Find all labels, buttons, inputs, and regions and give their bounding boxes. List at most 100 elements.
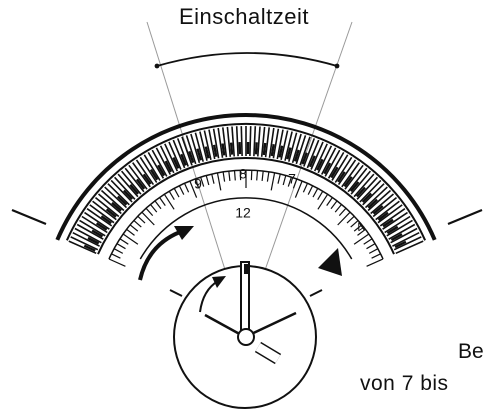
scale-tick	[189, 180, 198, 198]
scale-tick	[337, 211, 351, 226]
switching-segment-tab	[116, 195, 128, 206]
switching-segment	[291, 133, 302, 164]
switching-segment	[268, 127, 275, 158]
scale-tick	[233, 170, 236, 181]
switching-segment	[135, 159, 155, 186]
switching-segment-tab	[316, 158, 324, 171]
switching-segment-tab	[394, 240, 407, 249]
side-caption-line-2: von 7 bis	[360, 372, 449, 395]
switching-segment	[222, 127, 228, 158]
switching-segment	[317, 145, 333, 174]
scale-tick	[366, 243, 376, 250]
scale-tick	[277, 173, 281, 184]
switching-segment	[375, 200, 400, 221]
scale-tick	[126, 228, 135, 236]
clock-hands-icon	[204, 261, 297, 365]
scale-tick	[317, 193, 329, 210]
switching-segment-tab	[180, 153, 187, 166]
switching-segment-tab	[157, 164, 166, 177]
switching-segment	[313, 143, 328, 172]
scale-tick	[205, 175, 210, 186]
scale-tick	[346, 215, 355, 224]
switching-segment-tab	[172, 157, 180, 169]
lower-guide-dashes	[169, 289, 323, 297]
scale-tick	[326, 197, 333, 206]
switching-segment	[324, 149, 341, 177]
switching-segment	[92, 200, 117, 221]
switching-segment-tab	[196, 148, 202, 161]
scale-tick	[159, 197, 166, 206]
scale-tick	[116, 243, 126, 250]
scale-tick	[357, 228, 366, 236]
switching-segment	[384, 215, 411, 234]
switching-segment	[132, 162, 151, 188]
scale-tick	[211, 173, 215, 184]
switching-segment	[74, 227, 102, 244]
switching-segment	[117, 173, 139, 198]
switching-segment-tab	[377, 211, 389, 221]
switching-segment	[388, 223, 416, 240]
scale-tick	[183, 182, 190, 193]
switching-segment	[235, 126, 239, 157]
scale-tick	[282, 175, 287, 186]
switching-segment	[217, 127, 224, 158]
switching-segment	[276, 129, 284, 160]
switching-segment	[347, 167, 368, 193]
dial-number-12: 12	[235, 205, 251, 221]
switching-segment	[390, 227, 418, 244]
scale-tick	[194, 178, 200, 189]
switching-segment	[155, 147, 172, 175]
switching-segment	[84, 211, 110, 230]
switching-segment	[341, 162, 360, 188]
switching-segment	[124, 167, 145, 193]
switching-segment	[359, 179, 382, 203]
switching-segment	[260, 126, 266, 157]
switching-segment	[284, 131, 293, 161]
clock-face	[173, 261, 317, 409]
scale-tick	[287, 176, 292, 187]
scale-tick	[119, 238, 129, 245]
switching-segment	[151, 149, 168, 177]
scale-tick	[292, 178, 298, 189]
switching-segment-tab	[301, 152, 308, 165]
switching-segment-tab	[323, 162, 332, 175]
scale-tick	[200, 176, 205, 187]
switching-segment-tab	[164, 160, 173, 173]
switching-segment	[370, 193, 395, 215]
switching-segment	[190, 133, 201, 164]
scale-tick	[294, 180, 303, 198]
switching-segment	[303, 138, 316, 167]
scale-tick	[330, 200, 338, 210]
dial-number-4: 4	[352, 218, 368, 236]
switching-segment	[79, 219, 106, 237]
scale-tick	[270, 172, 276, 191]
switching-segment	[143, 154, 161, 181]
scale-tick	[256, 170, 259, 181]
switching-segment	[139, 156, 158, 183]
switching-segment	[76, 223, 104, 240]
switching-segment	[226, 126, 232, 157]
switching-segment	[94, 196, 120, 218]
scale-tick	[173, 188, 180, 198]
switching-segment-tab	[135, 178, 146, 190]
scale-tick	[129, 224, 139, 232]
switching-segment	[107, 183, 130, 206]
switching-segment	[185, 135, 197, 165]
switching-segment	[393, 236, 422, 251]
switching-segment	[104, 186, 128, 209]
outer-ring-arc	[11, 113, 483, 241]
switching-segment	[212, 128, 220, 159]
switching-segment	[372, 196, 398, 218]
scale-tick	[133, 219, 142, 228]
switching-segment	[181, 136, 193, 166]
switching-segment	[327, 151, 345, 179]
switching-segment	[72, 231, 100, 247]
switching-segment-tab	[262, 142, 267, 156]
scale-tick	[222, 171, 226, 182]
scale-tick	[122, 233, 139, 245]
switching-segment	[199, 131, 208, 161]
switching-segment	[320, 147, 337, 175]
switching-segment	[264, 127, 270, 158]
dial-number-9: 9	[194, 176, 202, 192]
switching-segment-ring	[65, 123, 427, 255]
